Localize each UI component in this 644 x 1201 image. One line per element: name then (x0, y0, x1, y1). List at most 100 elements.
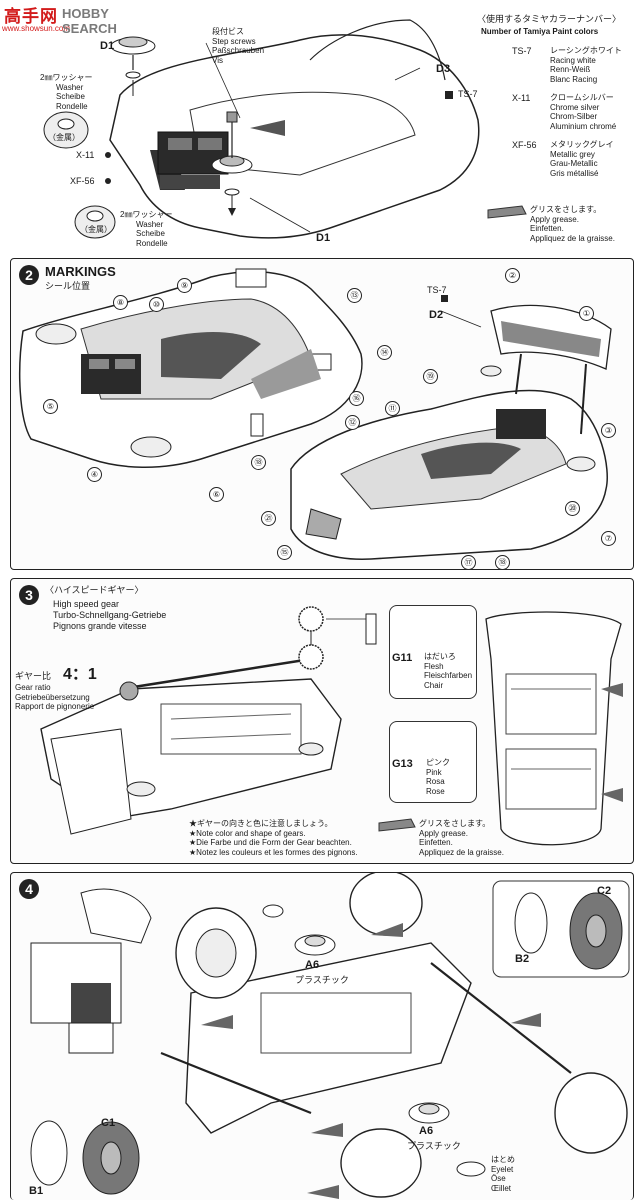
part-c2: C2 (597, 885, 612, 897)
step1-body-illustration (43, 19, 527, 239)
step1-panel: D1 段付ビス Step screws Paßschrauben Vis D3 … (0, 0, 644, 256)
paint-xf56-label: XF-56 (70, 176, 95, 186)
gear-g13-names: ピンク Pink Rosa Rose (426, 758, 450, 796)
decal-number: ⑦ (601, 531, 616, 546)
grease-legend-step1: グリスをさします。 Apply grease. Einfetten. Appli… (530, 205, 615, 243)
washer-top-en: Washer (56, 82, 84, 92)
watermark-tag: HOBBY SEARCH (62, 6, 117, 36)
decal-number: ㉑ (261, 511, 276, 526)
gear-note-jp: ★ギヤーの向きと色に注意しましょう。 (189, 819, 333, 828)
d1-bottom-label: D1 (316, 232, 331, 244)
gear-ratio-fr: Rapport de pignonerie (15, 702, 95, 711)
step3-title-en: High speed gear (53, 599, 120, 609)
step-screws-jp: 段付ビス (212, 27, 244, 36)
d3-label: D3 (436, 63, 451, 75)
step3-title-jp: 〈ハイスピードギヤー〉 (45, 585, 144, 595)
decal-number: ⑮ (277, 545, 292, 560)
gear-g13-code: G13 (392, 758, 413, 770)
gear-g13-jp: ピンク (426, 758, 450, 767)
grease-en: Apply grease. (530, 214, 579, 224)
paint-x11-label: X-11 (76, 150, 95, 160)
paint-jp: クロームシルバー (550, 93, 614, 102)
part-a6-top: A6 (305, 959, 320, 971)
paint-fr: Gris métallisé (550, 168, 599, 178)
decal-number: ⑳ (565, 501, 580, 516)
gear-g11-fr: Chair (424, 680, 444, 690)
step3-title-de: Turbo-Schnellgang-Getriebe (53, 610, 167, 620)
paint-legend-title-jp: 〈使用するタミヤカラーナンバー〉 (477, 14, 622, 24)
paint-de: Chrom-Silber (550, 112, 598, 121)
watermark: 高手网 www.showsun.com HOBBY SEARCH (0, 0, 120, 40)
part-c1: C1 (101, 1117, 116, 1129)
part-b2: B2 (515, 953, 530, 965)
metal-top-label: （金属） (48, 133, 80, 142)
watermark-url: www.showsun.com (2, 24, 71, 33)
decal-number: ⑭ (377, 345, 392, 360)
step3-panel: 3 〈ハイスピードギヤー〉 High speed gear Turbo-Schn… (10, 578, 634, 864)
metal-bottom-label: （金属） (80, 225, 112, 234)
eyelet-fr: Œillet (491, 1183, 512, 1193)
gear-g11-box: G11 はだいろ Flesh Fleischfarben Chair (389, 605, 477, 699)
gear-g11-jp: はだいろ (424, 652, 456, 661)
paint-de: Renn-Weiß (550, 65, 591, 74)
gear-g13-box: G13 ピンク Pink Rosa Rose (389, 721, 477, 803)
decal-number: ② (505, 268, 520, 283)
decal-number: ⑧ (113, 295, 128, 310)
gear-g11-names: はだいろ Flesh Fleischfarben Chair (424, 652, 472, 690)
washer-top-label: 2㎜ワッシャー Washer Scheibe Rondelle (40, 73, 92, 111)
paint-names: クロームシルバー Chrome silver Chrom-Silber Alum… (550, 93, 616, 131)
decal-number: ⑫ (345, 415, 360, 430)
paint-code: TS-7 (512, 46, 532, 56)
gear-ratio-value: 4：1 (63, 666, 97, 683)
gear-note-en: ★Note color and shape of gears. (189, 828, 306, 838)
washer-top-fr: Rondelle (56, 101, 88, 111)
grease-fr: Appliquez de la graisse. (530, 233, 615, 243)
step-screws-de: Paßschrauben (212, 46, 265, 55)
gear-chassis-illustration (40, 606, 623, 846)
washer-top-de: Scheibe (56, 92, 85, 101)
gear-ratio-en: Gear ratio (15, 683, 51, 692)
gear-g13-en: Pink (426, 767, 442, 777)
decal-number: ⑩ (149, 297, 164, 312)
paint-names: メタリックグレイ Metallic grey Grau-Metallic Gri… (550, 140, 614, 178)
watermark-logo: 高手网 (4, 7, 58, 26)
plastic-top-label: プラスチック (295, 975, 349, 985)
step2-subtitle: シール位置 (45, 281, 91, 291)
washer-bottom-jp: 2㎜ワッシャー (120, 210, 173, 219)
eyelet-jp: はとめ (491, 1155, 515, 1164)
step2-title: MARKINGS (45, 264, 116, 279)
paint-jp: メタリックグレイ (550, 140, 614, 149)
paint-legend-title-en: Number of Tamiya Paint colors (481, 27, 599, 36)
markings-illustration (18, 268, 612, 560)
gear-ratio-de: Getriebeübersetzung (15, 692, 90, 702)
step3-title: High speed gear Turbo-Schnellgang-Getrie… (53, 599, 166, 632)
gear-note-fr: ★Notez les couleurs et les formes des pi… (189, 847, 358, 857)
part-a6-bottom: A6 (419, 1125, 434, 1137)
decal-number: ⑪ (385, 401, 400, 416)
washer-bottom-en: Washer (136, 219, 164, 229)
wheel-assembly-illustration (30, 873, 630, 1199)
grease-de: Einfetten. (530, 224, 564, 233)
decal-number: ⑱ (495, 555, 510, 570)
paint-en: Racing white (550, 55, 596, 65)
grease-de: Einfetten. (419, 838, 453, 847)
decal-number: ⑬ (347, 288, 362, 303)
washer-bottom-de: Scheibe (136, 229, 165, 238)
grease-jp: グリスをさします。 (419, 819, 491, 828)
eyelet-label: はとめ Eyelet Öse Œillet (491, 1155, 515, 1193)
paint-names: レーシングホワイト Racing white Renn-Weiß Blanc R… (550, 46, 622, 84)
decal-number: ④ (87, 467, 102, 482)
washer-bottom-label: 2㎜ワッシャー Washer Scheibe Rondelle (120, 210, 172, 248)
grease-legend-step3: グリスをさします。 Apply grease. Einfetten. Appli… (419, 819, 504, 857)
paint-code: XF-56 (512, 140, 537, 150)
paint-en: Metallic grey (550, 149, 595, 159)
paint-ts7-step1: TS-7 (458, 89, 478, 99)
step4-number: 4 (19, 879, 39, 899)
decal-number: ⑥ (209, 487, 224, 502)
eyelet-de: Öse (491, 1174, 506, 1183)
paint-jp: レーシングホワイト (550, 46, 622, 55)
decal-number: ① (579, 306, 594, 321)
gear-g11-code: G11 (392, 652, 413, 664)
grease-en: Apply grease. (419, 828, 468, 838)
decal-number: ⑱ (251, 455, 266, 470)
